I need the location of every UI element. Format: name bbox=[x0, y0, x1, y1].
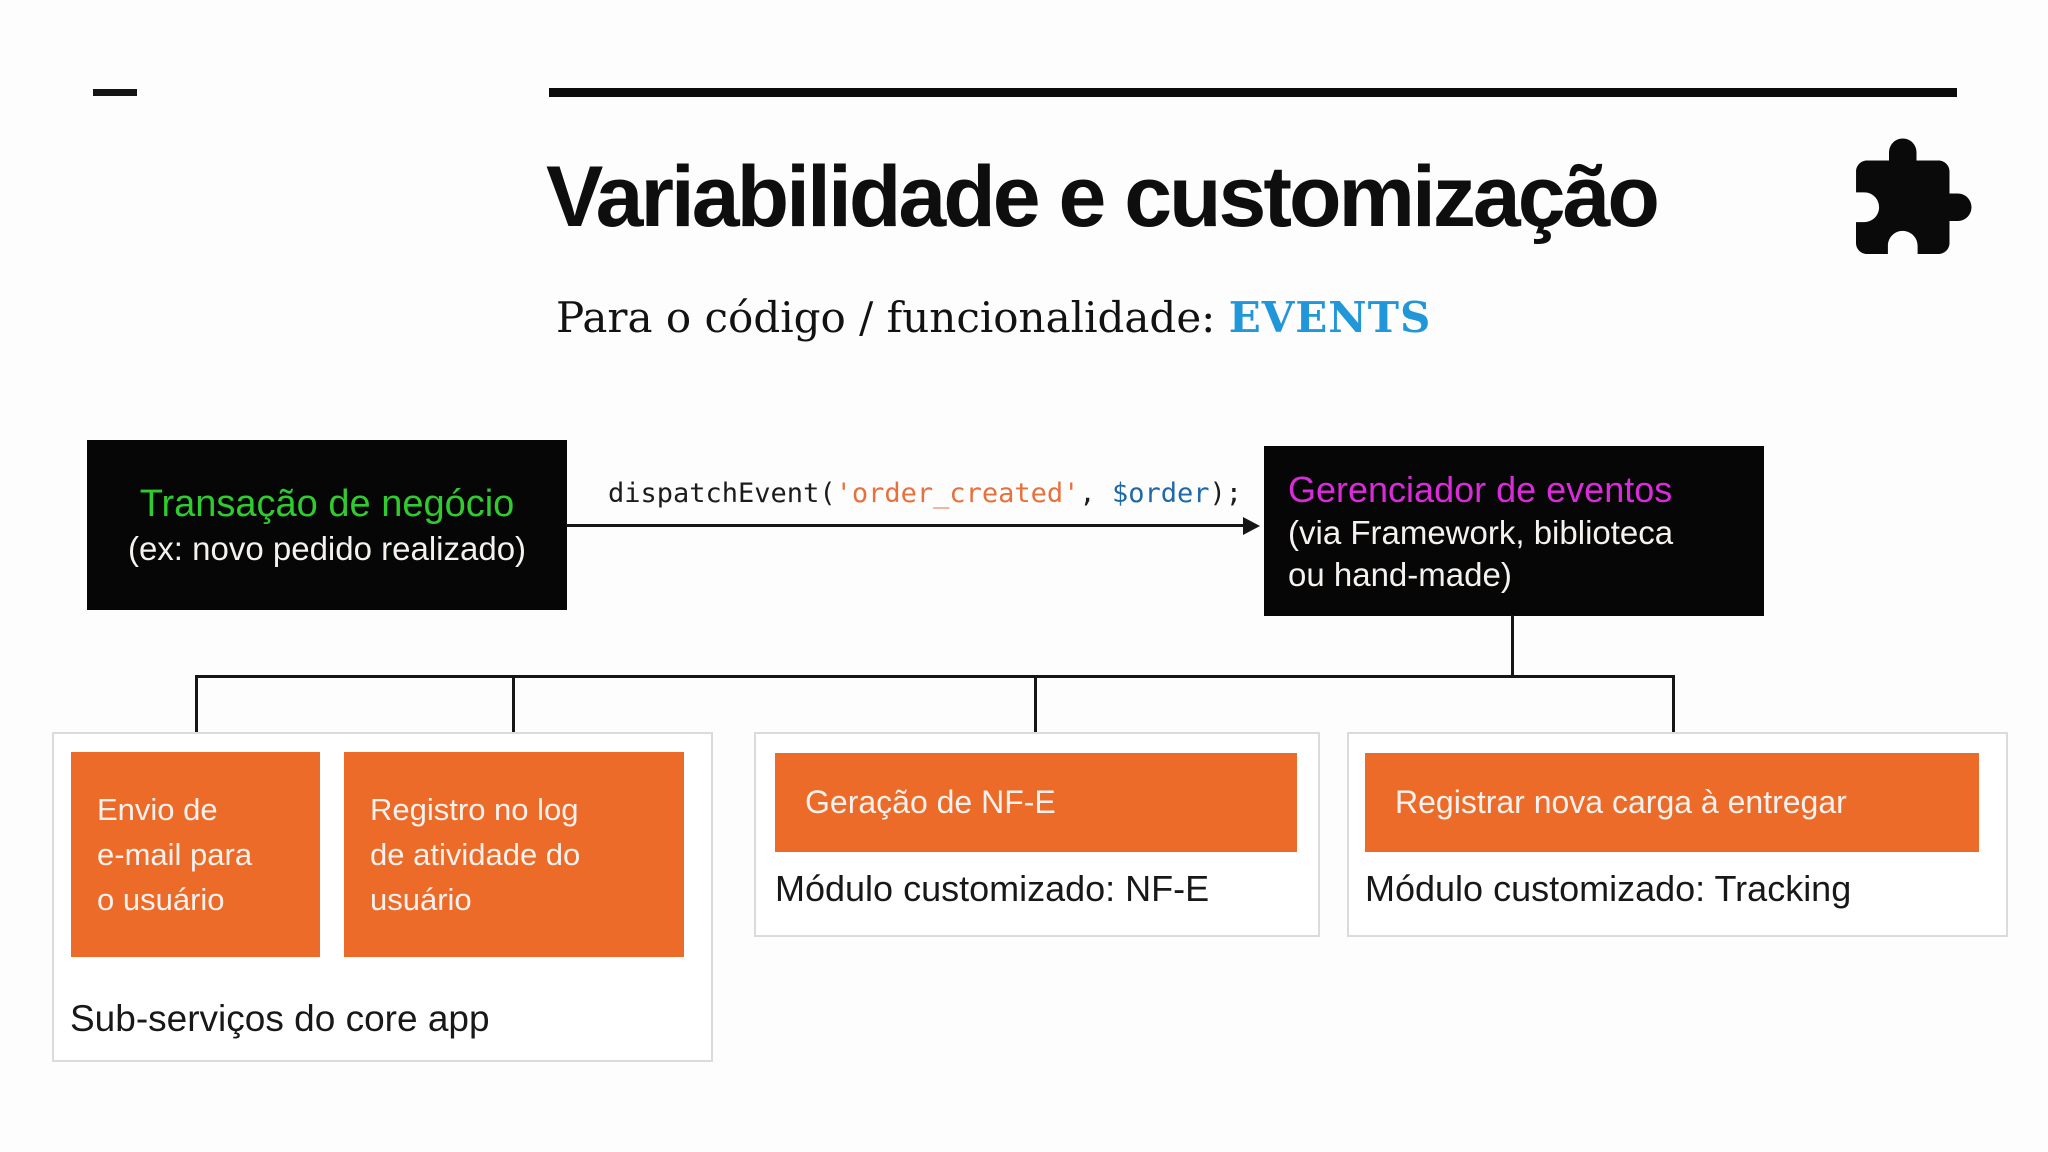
source-box-title: Transação de negócio bbox=[139, 483, 515, 525]
branch-line bbox=[195, 675, 1675, 678]
manager-box-title: Gerenciador de eventos bbox=[1288, 468, 1673, 510]
email-service-box: Envio de e-mail para o usuário bbox=[71, 752, 320, 957]
nfe-generation-label: Geração de NF-E bbox=[805, 784, 1056, 820]
activity-log-box: Registro no log de atividade do usuário bbox=[344, 752, 684, 957]
code-variable: $order bbox=[1111, 478, 1210, 509]
activity-log-label-line: usuário bbox=[370, 882, 472, 917]
nfe-module-caption: Módulo customizado: NF-E bbox=[775, 868, 1210, 909]
branch-arrow-line bbox=[1034, 676, 1037, 736]
source-box-subtitle: (ex: novo pedido realizado) bbox=[127, 530, 527, 567]
dispatch-arrow-head bbox=[1243, 517, 1260, 535]
nfe-generation-box: Geração de NF-E bbox=[775, 753, 1297, 852]
events-highlight: EVENTS bbox=[1228, 293, 1432, 342]
tracking-register-box: Registrar nova carga à entregar bbox=[1365, 753, 1979, 852]
branch-arrow-line bbox=[512, 676, 515, 736]
dispatch-arrow-line bbox=[566, 524, 1244, 527]
branch-arrow-line bbox=[195, 676, 198, 736]
core-services-caption: Sub-serviços do core app bbox=[70, 998, 490, 1039]
email-service-label-line: e-mail para bbox=[97, 837, 253, 872]
page-title: Variabilidade e customização bbox=[546, 149, 1660, 245]
activity-log-label-line: de atividade do bbox=[370, 837, 581, 872]
manager-connector-stub bbox=[1511, 615, 1514, 677]
source-transaction-box: Transação de negócio (ex: novo pedido re… bbox=[87, 440, 567, 610]
code-event-name: 'order_created' bbox=[835, 478, 1080, 509]
puzzle-icon bbox=[1856, 138, 1972, 254]
manager-box-subtitle-line: (via Framework, biblioteca bbox=[1288, 513, 1674, 551]
code-function: dispatchEvent( bbox=[608, 478, 836, 509]
subtitle-text: Para o código / funcionalidade: bbox=[556, 293, 1229, 342]
corner-dash bbox=[93, 89, 137, 96]
code-close: ); bbox=[1209, 478, 1242, 509]
tracking-register-label: Registrar nova carga à entregar bbox=[1395, 784, 1847, 820]
tracking-module-caption: Módulo customizado: Tracking bbox=[1365, 868, 1852, 909]
branch-arrow-line bbox=[1672, 676, 1675, 736]
code-comma: , bbox=[1079, 478, 1112, 509]
event-manager-box: Gerenciador de eventos (via Framework, b… bbox=[1264, 446, 1764, 616]
email-service-label-line: o usuário bbox=[97, 882, 225, 917]
dispatch-code: dispatchEvent('order_created', $order); bbox=[608, 477, 1268, 511]
activity-log-label-line: Registro no log bbox=[370, 792, 579, 827]
title-underline-rule bbox=[549, 88, 1957, 97]
subtitle: Para o código / funcionalidade: EVENTS bbox=[556, 290, 1656, 347]
email-service-label-line: Envio de bbox=[97, 792, 218, 827]
manager-box-subtitle-line: ou hand-made) bbox=[1288, 555, 1512, 593]
